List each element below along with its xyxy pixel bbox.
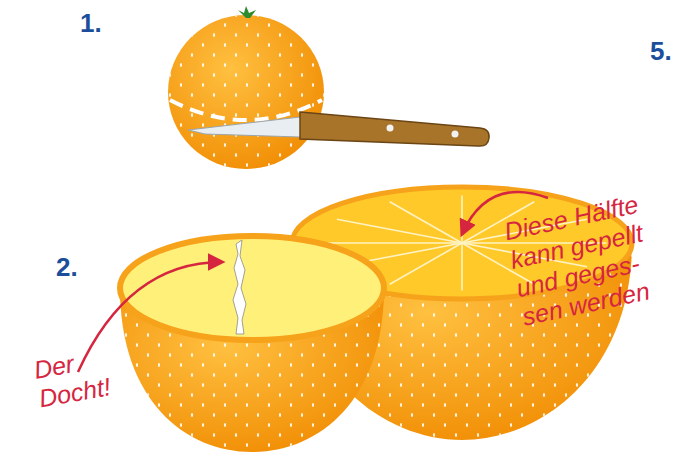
whole-orange xyxy=(168,15,324,169)
step-number: 5. xyxy=(650,36,685,66)
knife-handle xyxy=(300,112,489,146)
knife-blade xyxy=(188,117,312,137)
knife-rivet xyxy=(452,131,459,138)
orange-stem xyxy=(238,6,256,18)
knife-rivet xyxy=(387,125,394,132)
step-number: 2. xyxy=(56,252,96,282)
step-number: 1. xyxy=(80,8,120,38)
leader-arrow xyxy=(78,262,222,372)
orange-half-face xyxy=(120,236,384,340)
peel-dots xyxy=(168,15,324,169)
wick xyxy=(233,240,246,334)
callout-note: Der Docht! xyxy=(32,341,131,414)
